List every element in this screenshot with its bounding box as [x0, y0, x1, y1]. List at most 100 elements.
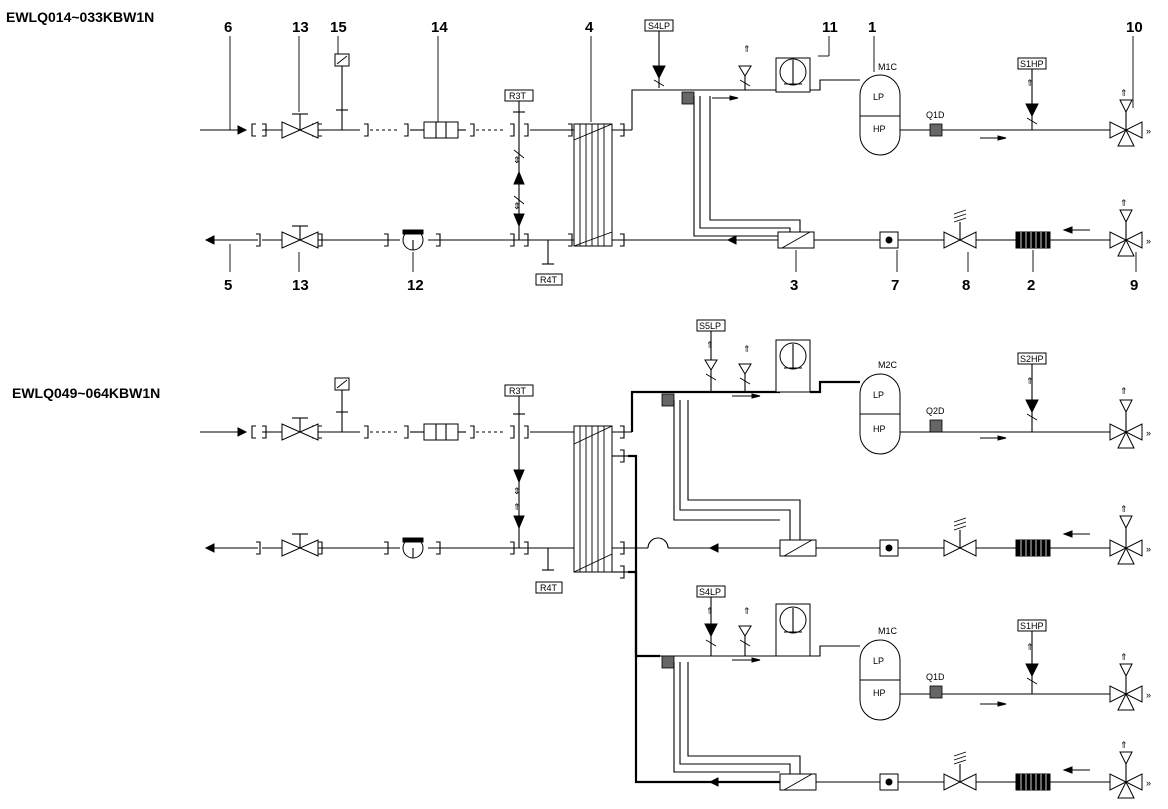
stop-valve-icon: ⇑ »: [1109, 88, 1151, 147]
svg-text:»: »: [1146, 544, 1151, 554]
discharge-sensor-q1d: Q1D: [926, 110, 945, 137]
callout-13-bottom: 13: [292, 277, 309, 294]
svg-text:LP: LP: [873, 92, 884, 102]
expansion-valve-icon: [943, 209, 977, 249]
expansion-valve-icon: [943, 751, 977, 791]
svg-text:S2HP: S2HP: [1020, 354, 1044, 364]
svg-text:⇑: ⇑: [1026, 642, 1034, 652]
svg-text:R3T: R3T: [509, 91, 527, 101]
svg-text:S4LP: S4LP: [699, 587, 721, 597]
temperature-sensor-r3t: R3T: [504, 384, 534, 432]
svg-text:M1C: M1C: [878, 626, 898, 636]
callout-1: 1: [868, 19, 876, 36]
callout-10: 10: [1126, 19, 1143, 36]
svg-text:⇑: ⇑: [1120, 88, 1128, 98]
model-label-small: EWLQ014~033KBW1N: [6, 9, 154, 25]
sight-glass-icon: [879, 231, 899, 249]
svg-text:HP: HP: [873, 688, 886, 698]
callout-9: 9: [1130, 277, 1138, 294]
svg-text:R4T: R4T: [540, 583, 558, 593]
pressure-sensor-s5lp: S5LP ⇑: [696, 319, 726, 392]
callout-14: 14: [431, 19, 448, 36]
svg-text:M2C: M2C: [878, 360, 898, 370]
arrow-left-icon: [204, 235, 215, 245]
svg-text:S1HP: S1HP: [1020, 621, 1044, 631]
svg-text:HP: HP: [873, 124, 886, 134]
expansion-valve-icon: [943, 517, 977, 557]
shutoff-valve-icon: [281, 533, 319, 557]
water-pump-icon: [402, 537, 424, 559]
water-filter-icon: [423, 121, 459, 139]
compressor-icon: M2C LP HP: [859, 360, 901, 455]
callout-5: 5: [224, 277, 232, 294]
flow-switch-icon: ⇕ ⇑: [513, 432, 525, 548]
accumulator-icon: [775, 339, 811, 393]
callout-leaders: [229, 36, 1137, 272]
svg-text:»: »: [1146, 690, 1151, 700]
svg-text:Q1D: Q1D: [926, 672, 945, 682]
svg-text:⇑: ⇑: [1026, 376, 1034, 386]
pressure-sensor-s2hp: S2HP ⇑: [1017, 352, 1047, 432]
svg-text:Q2D: Q2D: [926, 406, 945, 416]
accumulator-icon: [775, 57, 811, 93]
arrow-left-icon: [1062, 226, 1073, 234]
stop-valve-icon: ⇑ »: [1109, 386, 1151, 449]
air-purge-icon: [334, 53, 350, 130]
temperature-sensor-r4t: R4T: [535, 240, 563, 286]
svg-text:LP: LP: [873, 390, 884, 400]
stop-valve-icon: ⇑ »: [1109, 652, 1151, 711]
svg-text:⇑: ⇑: [743, 606, 751, 616]
pressure-switch-icon: ⇑: [738, 606, 752, 656]
svg-text:HP: HP: [873, 424, 886, 434]
svg-text:⇑: ⇑: [1120, 386, 1128, 396]
svg-text:⇑: ⇑: [706, 606, 714, 616]
svg-text:⇑: ⇑: [1120, 740, 1128, 750]
air-purge-icon: [334, 377, 350, 432]
svg-text:S4LP: S4LP: [648, 21, 670, 31]
shutoff-valve-icon: [281, 225, 319, 249]
temperature-sensor-r4t: R4T: [535, 548, 563, 594]
svg-text:⇑: ⇑: [1026, 78, 1034, 88]
temperature-sensor-r3t: R3T: [504, 89, 534, 130]
shutoff-valve-icon: [281, 113, 319, 139]
svg-text:⇑: ⇑: [1120, 652, 1128, 662]
svg-text:R4T: R4T: [540, 275, 558, 285]
svg-text:R3T: R3T: [509, 386, 527, 396]
callout-12: 12: [407, 277, 424, 294]
callout-3: 3: [790, 277, 798, 294]
callout-15: 15: [330, 19, 347, 36]
pressure-switch-icon: ⇑: [738, 44, 752, 90]
svg-text:Q1D: Q1D: [926, 110, 945, 120]
svg-text:⇑: ⇑: [1120, 504, 1128, 514]
callout-8: 8: [962, 277, 970, 294]
sight-glass-icon: [879, 539, 899, 557]
stop-valve-icon: ⇑ »: [1109, 740, 1151, 799]
svg-text:⇕: ⇕: [513, 155, 521, 165]
callout-2: 2: [1027, 277, 1035, 294]
svg-text:»: »: [1146, 236, 1151, 246]
circuit-small: R3T ⇕ ⇕: [200, 19, 1151, 286]
svg-text:⇑: ⇑: [706, 340, 714, 350]
arrow-left-icon: [204, 543, 215, 553]
accumulator-icon: [775, 603, 811, 657]
economizer-heat-exchanger: [779, 773, 817, 791]
model-label-large: EWLQ049~064KBW1N: [12, 385, 160, 401]
plate-heat-exchanger: [573, 123, 613, 247]
callout-6: 6: [224, 19, 232, 36]
water-filter-icon: [423, 423, 459, 441]
flow-switch-icon: ⇕ ⇕: [513, 130, 525, 240]
sight-glass-icon: [879, 773, 899, 791]
pressure-switch-icon: ⇑: [738, 344, 752, 392]
callout-4: 4: [585, 19, 594, 36]
stop-valve-icon: ⇑ »: [1109, 504, 1151, 565]
callout-numbers: 6 13 15 14 4 11 1 10 5 13 12 3 7 8 2 9: [224, 19, 1143, 294]
svg-text:⇑: ⇑: [1120, 198, 1128, 208]
svg-text:⇕: ⇕: [513, 201, 521, 211]
callout-11: 11: [822, 19, 838, 36]
economizer-heat-exchanger: [779, 539, 817, 557]
svg-text:S1HP: S1HP: [1020, 59, 1044, 69]
discharge-sensor-q1d: Q1D: [926, 672, 945, 699]
svg-text:⇑: ⇑: [513, 502, 521, 512]
economizer-heat-exchanger: [777, 231, 815, 249]
